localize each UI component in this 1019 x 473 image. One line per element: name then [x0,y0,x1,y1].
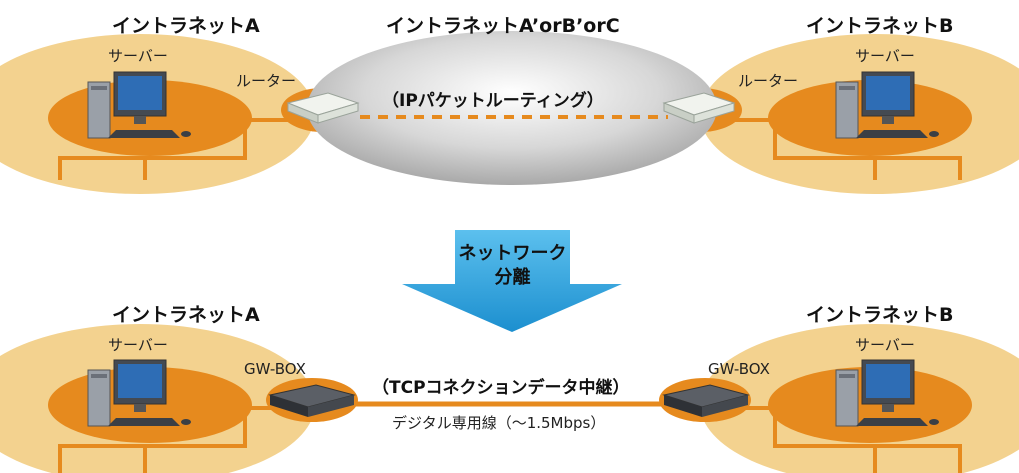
top-left-wiring [58,118,290,180]
tcp-relay-label: （TCPコネクションデータ中継） [372,378,630,398]
bottom-left-gw-label: GW-BOX [244,360,306,378]
ip-routing-label: （IPパケットルーティング） [382,91,604,111]
bottom-left-network-label: イントラネットA [112,304,260,326]
separation-arrow [402,230,622,332]
bottom-right-gw-label: GW-BOX [708,360,770,378]
top-right-server-label: サーバー [855,47,915,65]
bottom-left-wiring [58,406,275,473]
bottom-right-wiring [745,406,962,473]
bottom-left-server-label: サーバー [108,336,168,354]
separation-line2: 分離 [494,267,531,288]
separation-line1: ネットワーク [458,243,567,264]
top-right-router-label: ルーター [738,72,799,90]
center-network-cloud [307,31,717,185]
top-center-network-label: イントラネットA’orB’orC [386,15,620,37]
top-left-network-label: イントラネットA [112,15,260,37]
bottom-right-server-label: サーバー [855,336,915,354]
top-right-wiring [730,118,962,180]
top-left-server-label: サーバー [108,47,168,65]
top-right-network-label: イントラネットB [806,15,954,37]
separation-arrow-text: ネットワーク 分離 [455,242,570,290]
top-left-router-label: ルーター [236,72,297,90]
leased-line-spec-label: デジタル専用線（〜1.5Mbps） [392,414,606,432]
bottom-right-network-label: イントラネットB [806,304,954,326]
